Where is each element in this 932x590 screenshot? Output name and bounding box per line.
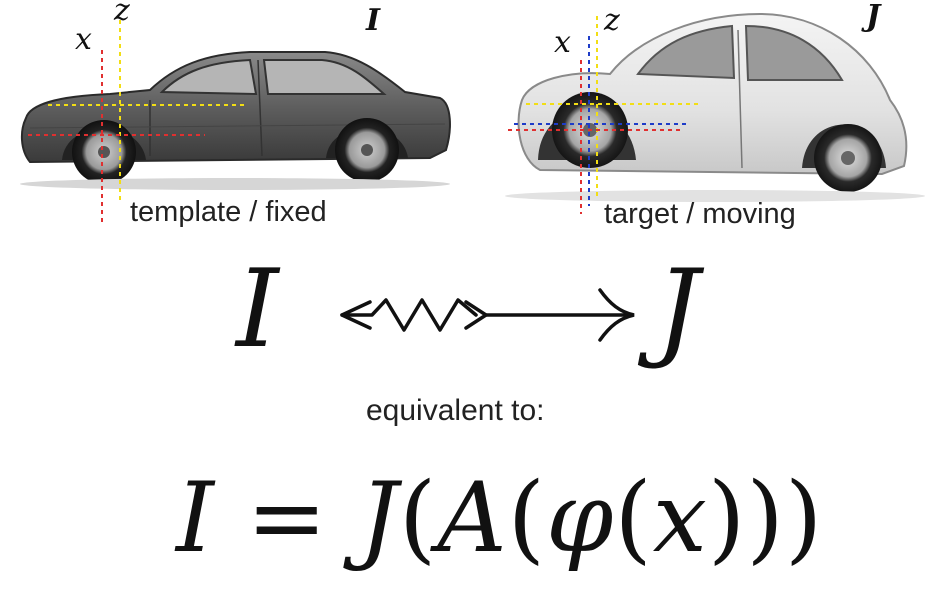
target-z-axis-label: z xyxy=(604,3,620,38)
formula-middle-fn: A xyxy=(437,462,508,574)
formula-inner-fn: φ xyxy=(546,462,615,574)
target-caption: target / moving xyxy=(604,198,796,230)
relation-source-symbol: I xyxy=(236,247,279,372)
template-panel: x z I template / fixed xyxy=(0,0,460,240)
formula-paren-open-3: ( xyxy=(614,462,653,574)
target-panel: x z J target / moving xyxy=(470,0,932,240)
formula-paren-close-1: ) xyxy=(707,462,747,574)
relation-target-symbol: J xyxy=(656,247,700,372)
formula-paren-close-2: ) xyxy=(746,462,785,574)
formula-paren-open-1: ( xyxy=(398,462,438,574)
template-image-label: I xyxy=(366,3,381,38)
target-x-axis-label: x xyxy=(554,25,571,60)
template-caption: template / fixed xyxy=(130,196,327,228)
squiggle-arrow-icon xyxy=(340,288,635,342)
formula-paren-close-3: ) xyxy=(784,462,824,574)
equivalent-text: equivalent to: xyxy=(366,394,545,427)
target-image-label: J xyxy=(866,0,881,34)
template-x-axis-label: x xyxy=(75,22,92,57)
beetle-windows xyxy=(636,24,844,81)
formula-arg: x xyxy=(652,462,708,574)
template-car-image xyxy=(20,20,451,222)
relation-row: I J xyxy=(0,250,932,364)
formula-outer-fn: J xyxy=(359,462,399,574)
template-z-axis-label: z xyxy=(114,0,130,28)
sedan-windows xyxy=(159,58,387,96)
formula-lhs: I xyxy=(176,462,215,574)
formula-equals: = xyxy=(246,462,328,574)
warp-formula: I = J(A(φ(x))) xyxy=(176,470,823,566)
target-car-image xyxy=(505,12,925,214)
formula-paren-open-2: ( xyxy=(507,462,547,574)
